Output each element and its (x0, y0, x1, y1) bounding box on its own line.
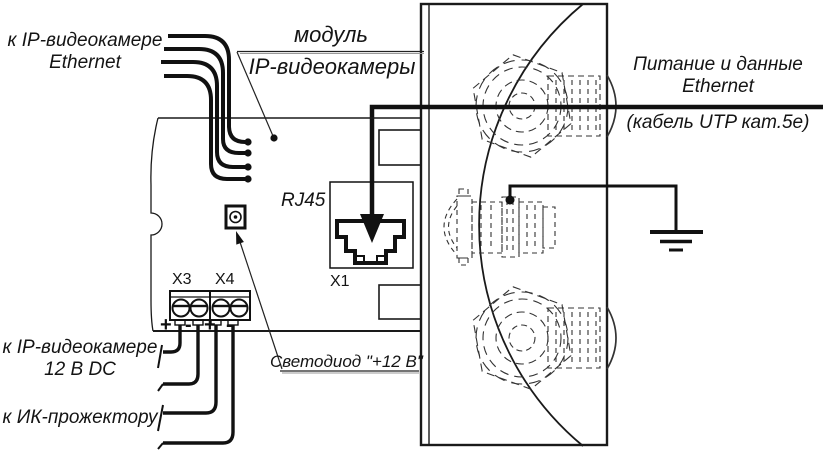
mount-tab-bottom (378, 284, 422, 320)
label-rj45: RJ45 (281, 190, 326, 211)
polarity-plus-x4: + (204, 314, 216, 336)
polarity-minus-x3: - (185, 314, 192, 336)
label-x4: X4 (215, 271, 235, 288)
arrow-down-icon (360, 214, 384, 243)
label-module-line2: IP-видеокамеры (248, 54, 416, 79)
label-module-line1: модуль (294, 22, 368, 47)
ground-symbol-icon (650, 230, 703, 252)
label-camera-ethernet: к IP-видеокамере Ethernet (7, 30, 163, 74)
arrow-up-icon (236, 231, 244, 245)
dome-cover-arc (478, 3, 584, 447)
label-x3: X3 (172, 271, 192, 288)
polarity-minus-x4: - (226, 314, 233, 336)
rj45-connector-icon (329, 181, 414, 269)
leader-line-module (236, 50, 424, 142)
label-power-data: Питание и данные Ethernet (633, 54, 803, 98)
board-connection-dots (244, 138, 252, 183)
mount-tab-top (378, 129, 422, 166)
cable-gland-bottom-icon (472, 285, 617, 391)
dc-wires (157, 325, 235, 450)
label-led: Светодиод "+12 В" (270, 352, 423, 371)
label-utp-cable: (кабель UTP кат.5е) (626, 112, 810, 133)
label-ir-projector: к ИК-прожектору (2, 407, 158, 428)
leader-line-led (236, 231, 419, 374)
label-x1: X1 (330, 273, 350, 290)
module-board-outline (150, 117, 421, 332)
label-camera-12v: к IP-видеокамере 12 В DC (2, 337, 158, 381)
led-indicator-icon (224, 204, 247, 230)
housing-outline (378, 2, 609, 447)
ground-wire (505, 184, 678, 231)
ethernet-cables (161, 34, 252, 183)
polarity-plus-x3: + (160, 314, 172, 336)
terminal-block-x3-x4 (169, 290, 251, 326)
cable-gland-middle-icon (443, 188, 556, 266)
